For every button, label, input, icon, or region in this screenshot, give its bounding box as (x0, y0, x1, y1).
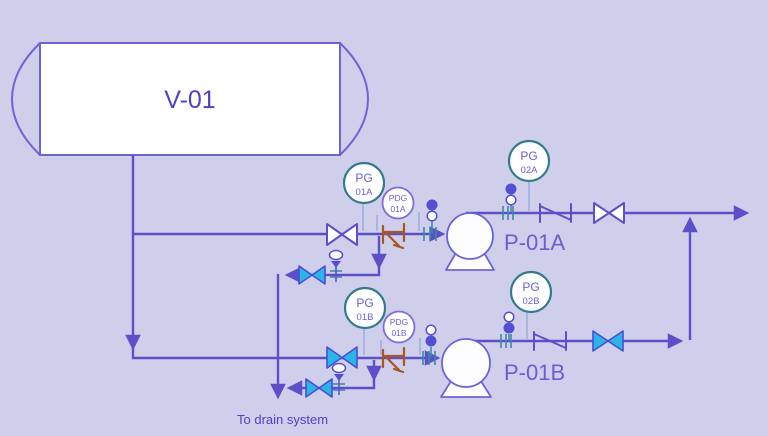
seal-ring-icon (503, 311, 515, 323)
pump-b: P-01B (440, 338, 565, 398)
suction-b-ticks (422, 351, 436, 365)
seal-suction-b (425, 324, 437, 357)
seal-suction-a (426, 199, 438, 233)
vessel-v01: V-01 (10, 42, 370, 156)
seal-ring-icon (425, 324, 437, 336)
seal-ball-icon (425, 335, 437, 347)
vessel-body (39, 42, 341, 156)
svg-text:02B: 02B (523, 296, 540, 307)
svg-text:PG: PG (355, 171, 372, 185)
instrument-pg-01a: PG 01A (342, 161, 386, 205)
pump-b-label: P-01B (504, 360, 565, 385)
drain-valve-a (298, 265, 326, 285)
strainer-a (381, 222, 406, 250)
svg-text:PG: PG (520, 149, 537, 163)
vessel-label: V-01 (164, 86, 215, 114)
instrument-pg-01b: PG 01B (343, 286, 387, 330)
seal-ring-icon (505, 194, 517, 206)
instrument-pdg-01b: PDG 01B (382, 310, 416, 344)
instrument-pg-02b: PG 02B (509, 270, 553, 314)
svg-text:01B: 01B (357, 312, 374, 323)
strainer-b (381, 346, 406, 374)
check-valve-b (533, 331, 567, 351)
seal-discharge-a (505, 183, 517, 212)
gate-valve-suction-b (326, 346, 358, 369)
process-pipes (125, 155, 750, 400)
gate-valve-suction-a (326, 223, 358, 246)
svg-text:01A: 01A (390, 204, 405, 214)
drain-cap-b (331, 362, 347, 395)
pdg-01b-taps (380, 338, 421, 355)
seal-ring-icon (426, 210, 438, 222)
seal-ball-icon (505, 183, 517, 195)
pump-b-casing (441, 338, 491, 388)
svg-text:PG: PG (356, 296, 373, 310)
svg-text:PDG: PDG (390, 317, 408, 327)
seal-ball-icon (503, 322, 515, 334)
discharge-b-ticks (500, 334, 512, 348)
vessel-right-cap (339, 42, 370, 156)
pump-a-casing (446, 212, 494, 260)
pump-a: P-01A (445, 212, 565, 271)
seal-discharge-b (503, 311, 515, 340)
svg-text:02A: 02A (521, 165, 539, 176)
drain-cap-a (328, 249, 344, 282)
seal-ball-icon (426, 199, 438, 211)
check-valve-a (539, 203, 572, 223)
drain-annotation: To drain system (237, 412, 328, 427)
vessel-left-cap (10, 42, 41, 156)
pump-a-label: P-01A (504, 230, 565, 255)
vent-cap-icon (331, 362, 347, 374)
vent-cap-icon (328, 249, 344, 261)
suction-a-ticks (423, 227, 437, 241)
instrument-pdg-01a: PDG 01A (381, 186, 415, 220)
gate-valve-discharge-a (593, 202, 625, 224)
instrument-pg-02a: PG 02A (507, 139, 551, 183)
svg-text:01B: 01B (391, 328, 406, 338)
pdg-01a-taps (376, 212, 420, 231)
svg-text:PDG: PDG (389, 193, 407, 203)
drain-valve-b (305, 378, 333, 398)
svg-text:PG: PG (522, 280, 539, 294)
svg-text:01A: 01A (356, 187, 374, 198)
gate-valve-discharge-b (592, 330, 624, 352)
discharge-a-ticks (502, 206, 514, 220)
instrument-tap-lines (362, 182, 530, 355)
